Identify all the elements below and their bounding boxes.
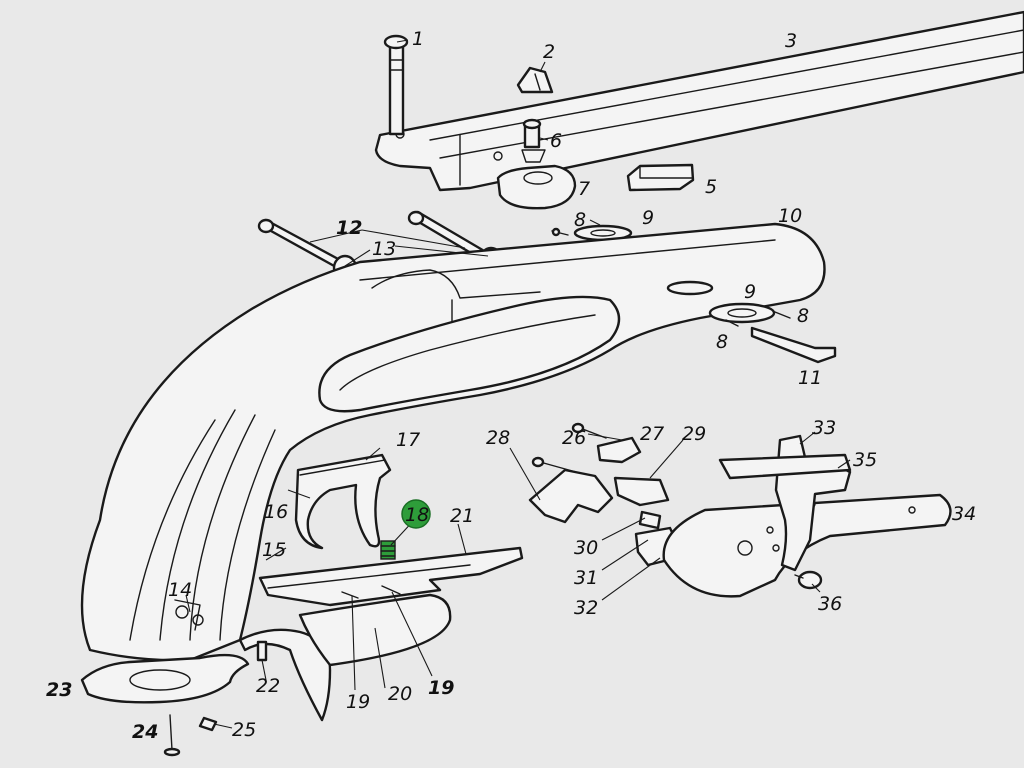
label-7: 7 [578, 178, 590, 200]
part-18-highlight [401, 499, 431, 529]
label-32: 32 [574, 597, 598, 619]
label-8c: 8 [716, 331, 728, 353]
part-22 [256, 640, 268, 662]
label-3: 3 [785, 30, 797, 52]
label-24: 24 [132, 721, 158, 743]
part-16-17-triggers [294, 453, 392, 550]
label-14: 14 [168, 579, 192, 601]
part-2-sight [516, 66, 554, 94]
label-19b: 19 [428, 677, 454, 699]
label-13: 13 [372, 238, 396, 260]
label-27: 27 [640, 423, 664, 445]
part-labels: 1 2 3 5 6 7 8 9 10 12 13 9 8 8 11 14 15 … [46, 28, 976, 743]
label-8a: 8 [574, 209, 586, 231]
label-20: 20 [388, 683, 412, 705]
label-17: 17 [396, 429, 420, 451]
label-36: 36 [818, 593, 842, 615]
part-8-9-11-lower [708, 302, 837, 364]
label-29: 29 [682, 423, 706, 445]
label-22: 22 [256, 675, 280, 697]
part-5-block [626, 163, 695, 192]
part-6-7-nipple [496, 118, 577, 210]
part-3-barrel [374, 10, 1024, 192]
part-10-stock [80, 222, 826, 662]
label-23: 23 [46, 679, 72, 701]
part-24-25-screws [163, 714, 218, 757]
label-9a: 9 [642, 207, 654, 229]
part-18-spring [380, 540, 396, 560]
label-25: 25 [232, 719, 256, 741]
label-5: 5 [705, 176, 717, 198]
label-12: 12 [336, 217, 362, 239]
label-34: 34 [952, 503, 976, 525]
part-1-screw [383, 34, 409, 136]
label-10: 10 [778, 205, 802, 227]
label-16: 16 [264, 501, 288, 523]
label-35: 35 [853, 449, 877, 471]
lock-assembly [528, 422, 952, 598]
label-33: 33 [812, 417, 836, 439]
part-21-plate [258, 546, 524, 607]
label-30: 30 [574, 537, 598, 559]
label-21: 21 [450, 505, 474, 527]
leader-lines [185, 39, 851, 729]
label-6: 6 [550, 130, 562, 152]
label-19a: 19 [346, 691, 370, 713]
label-2: 2 [543, 41, 555, 63]
label-9b: 9 [744, 281, 756, 303]
label-31: 31 [574, 567, 598, 589]
label-18: 18 [405, 504, 429, 526]
label-8b: 8 [797, 305, 809, 327]
label-15: 15 [262, 539, 286, 561]
label-11: 11 [798, 367, 822, 389]
label-28: 28 [486, 427, 510, 449]
label-1: 1 [412, 28, 424, 50]
label-26: 26 [562, 427, 586, 449]
part-23-buttplate [80, 653, 250, 704]
